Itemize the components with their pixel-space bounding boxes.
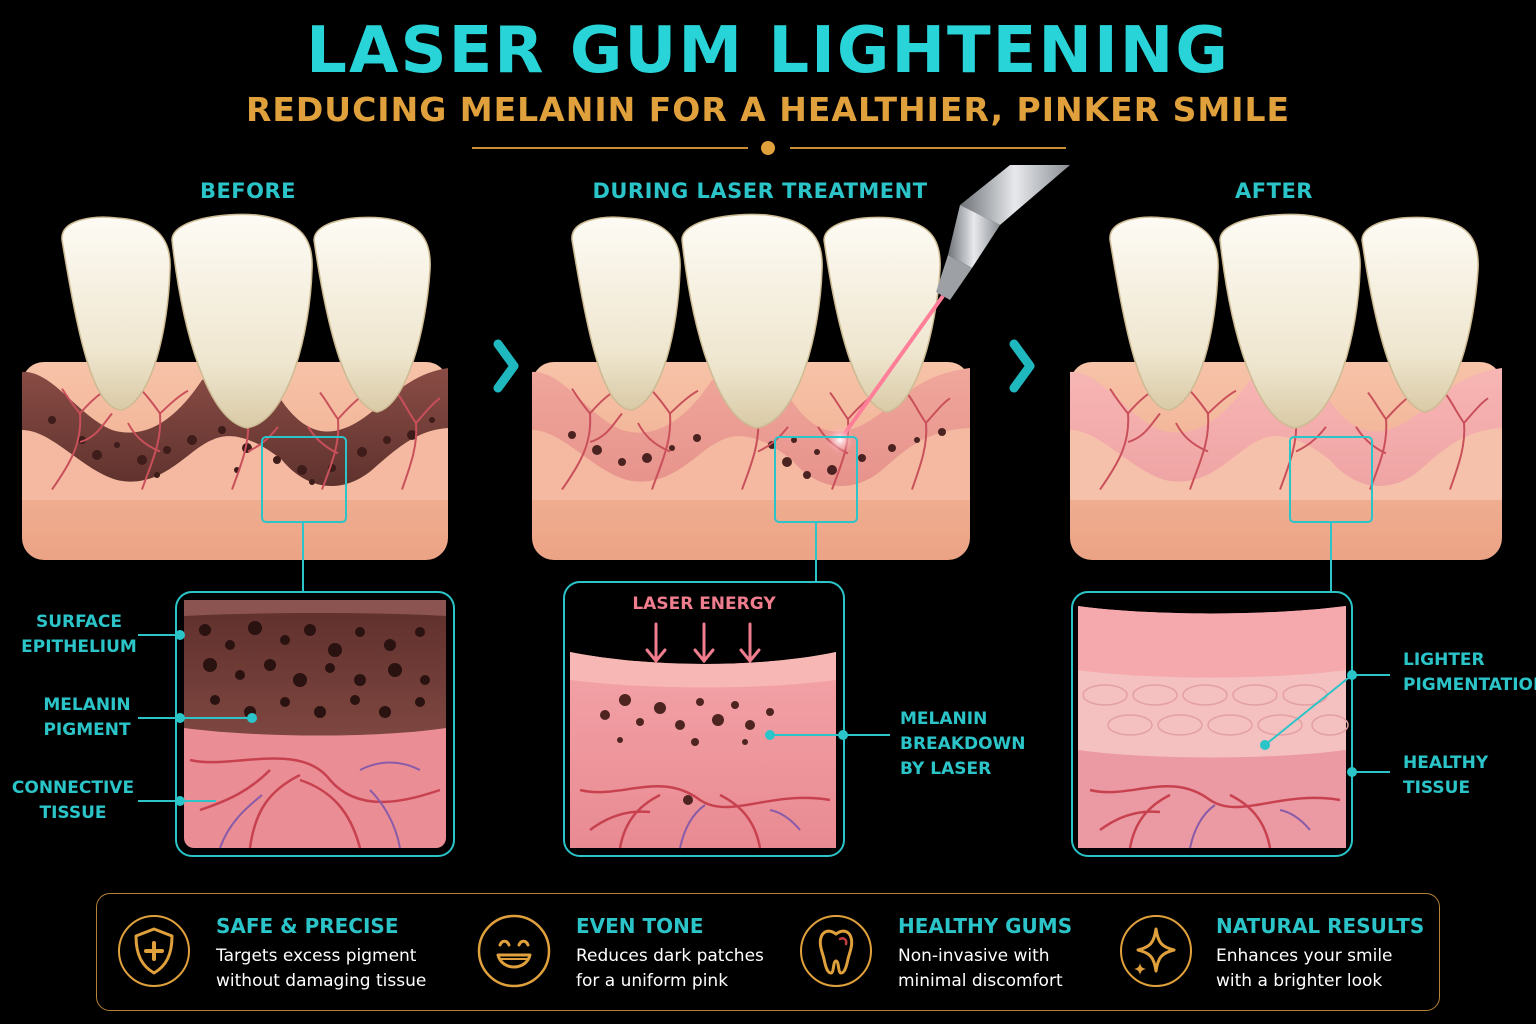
chevron-right-icon — [1009, 339, 1035, 393]
feature-text-gums-1: Non-invasive with — [898, 946, 1050, 966]
before-teeth-panel — [22, 213, 448, 560]
features-bar — [96, 893, 1440, 1011]
sparkle-icon — [1120, 915, 1192, 987]
callout-connective-tissue: CONNECTIVE TISSUE — [11, 778, 135, 823]
feature-title-natural: NATURAL RESULTS — [1216, 914, 1425, 938]
feature-text-natural-2: with a brighter look — [1216, 971, 1383, 991]
laser-probe — [826, 165, 1070, 454]
smile-icon — [477, 914, 551, 988]
feature-text-safe-1: Targets excess pigment — [216, 946, 417, 966]
feature-title-gums: HEALTHY GUMS — [898, 914, 1073, 938]
feature-title-safe: SAFE & PRECISE — [216, 914, 399, 938]
after-teeth-panel — [1070, 213, 1502, 560]
during-zoom-box — [563, 581, 845, 857]
feature-safe-precise — [116, 913, 192, 993]
divider-dot — [761, 141, 775, 155]
callout-melanin-pigment: MELANIN PIGMENT — [43, 695, 131, 740]
callout-healthy-tissue: HEALTHY TISSUE — [1403, 753, 1489, 798]
feature-text-safe-2: without damaging tissue — [216, 971, 427, 991]
chevron-right-icon — [493, 339, 519, 393]
stage-title-during: DURING LASER TREATMENT — [592, 179, 928, 203]
feature-text-even-1: Reduces dark patches — [576, 946, 764, 966]
callout-melanin-breakdown: MELANIN BREAKDOWN BY LASER — [900, 709, 1026, 779]
callout-surface-epithelium: SURFACE EPITHELIUM — [21, 612, 137, 657]
after-zoom-box — [1071, 591, 1353, 857]
feature-natural-results — [1118, 913, 1194, 993]
feature-text-even-2: for a uniform pink — [576, 971, 729, 991]
divider-right — [790, 147, 1066, 149]
before-zoom-box — [175, 591, 455, 857]
feature-even-tone — [476, 913, 552, 993]
feature-title-even: EVEN TONE — [576, 914, 704, 938]
feature-text-gums-2: minimal discomfort — [898, 971, 1063, 991]
shield-plus-icon — [118, 915, 190, 987]
feature-text-natural-1: Enhances your smile — [1216, 946, 1393, 966]
stage-title-after: AFTER — [1235, 179, 1313, 203]
during-teeth-panel — [532, 213, 970, 560]
stage-title-before: BEFORE — [199, 179, 297, 203]
page-title: LASER GUM LIGHTENING — [306, 14, 1230, 88]
callout-lighter-pigmentation: LIGHTER PIGMENTATION — [1403, 650, 1536, 695]
divider-left — [472, 147, 748, 149]
page-subtitle: REDUCING MELANIN FOR A HEALTHIER, PINKER… — [245, 90, 1291, 129]
callout-laser-energy: LASER ENERGY — [632, 594, 776, 614]
feature-healthy-gums — [798, 913, 874, 993]
tooth-icon — [800, 915, 872, 987]
